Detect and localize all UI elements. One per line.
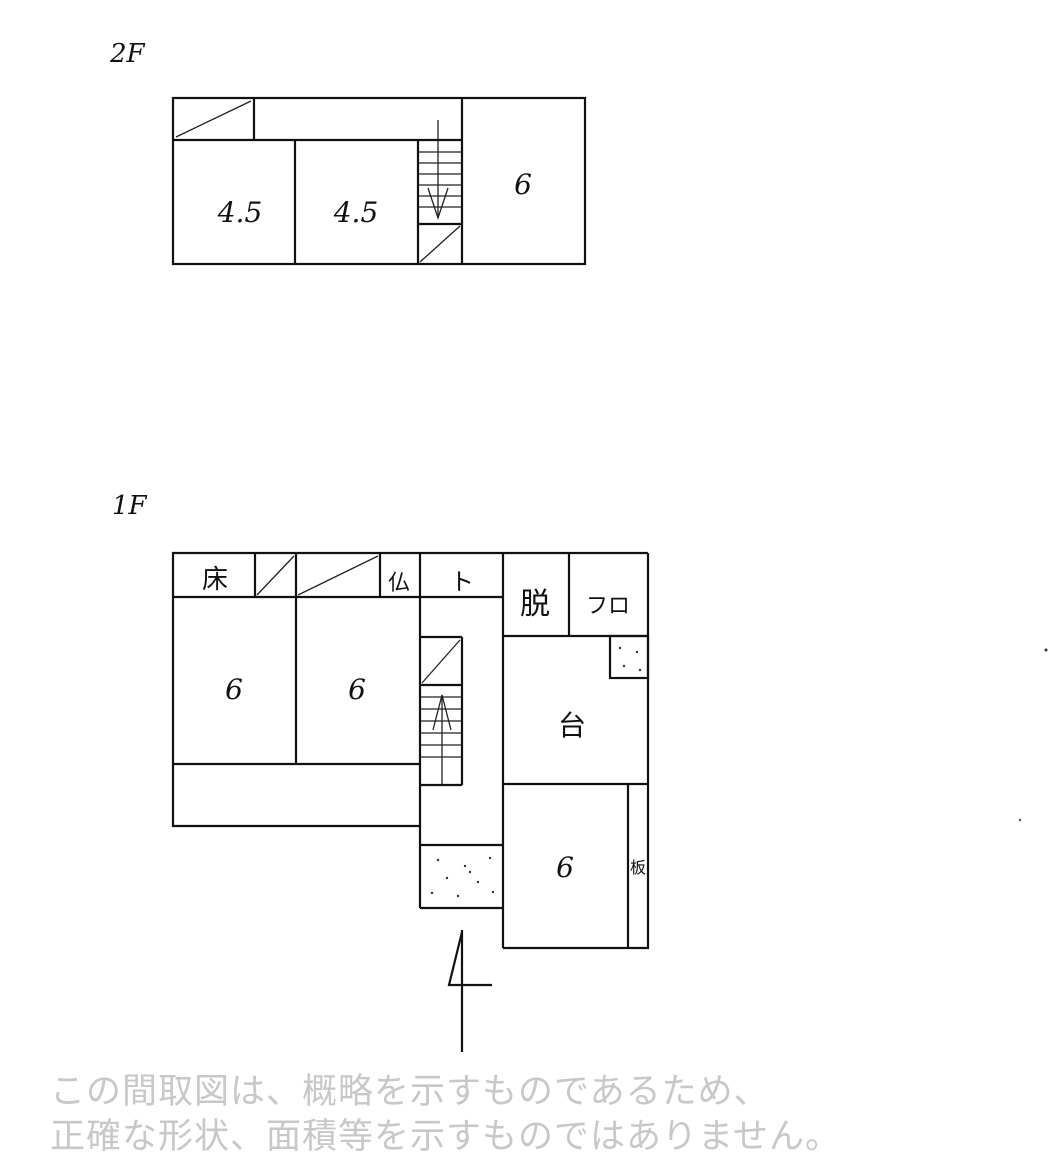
north-arrow-icon [447,930,492,1052]
first-floor-room-west-size: 6 [225,673,243,706]
first-floor-label: 1F [112,491,148,521]
first-floor-stairs [420,635,464,787]
first-floor-room-middle-size: 6 [348,673,366,706]
second-floor-plan: 2F 4.5 4.5 6 [109,39,587,266]
first-floor-room-south-size: 6 [556,851,574,884]
second-floor-stairs [418,120,462,263]
second-floor-outline [171,96,587,266]
second-floor-closet-mark [175,100,252,138]
kitchen-storage [608,634,650,680]
disclaimer-line-2: 正確な形状、面積等を示すものではありません。 [50,1117,841,1157]
second-floor-label: 2F [109,39,146,69]
toilet-label: ト [450,568,474,596]
alcove-label: 床 [202,565,228,595]
scan-speck [1018,818,1022,822]
second-floor-room-west-size: 4.5 [217,196,263,229]
second-floor-room-east-size: 6 [514,168,532,201]
changing-room-label: 脱 [520,587,550,622]
entrance-floor-pattern [430,856,495,898]
disclaimer-line-1: この間取図は、概略を示すものであるため、 [50,1072,770,1112]
butsudan-label: 仏 [388,571,410,596]
first-floor-east-outline [503,553,650,950]
board-label: 板 [630,858,646,877]
second-floor-room-middle-size: 4.5 [333,196,379,229]
bath-label: フロ [586,594,630,619]
scan-speck [1044,648,1048,652]
kitchen-label: 台 [558,709,586,742]
first-floor-plan: 1F [112,491,650,1052]
